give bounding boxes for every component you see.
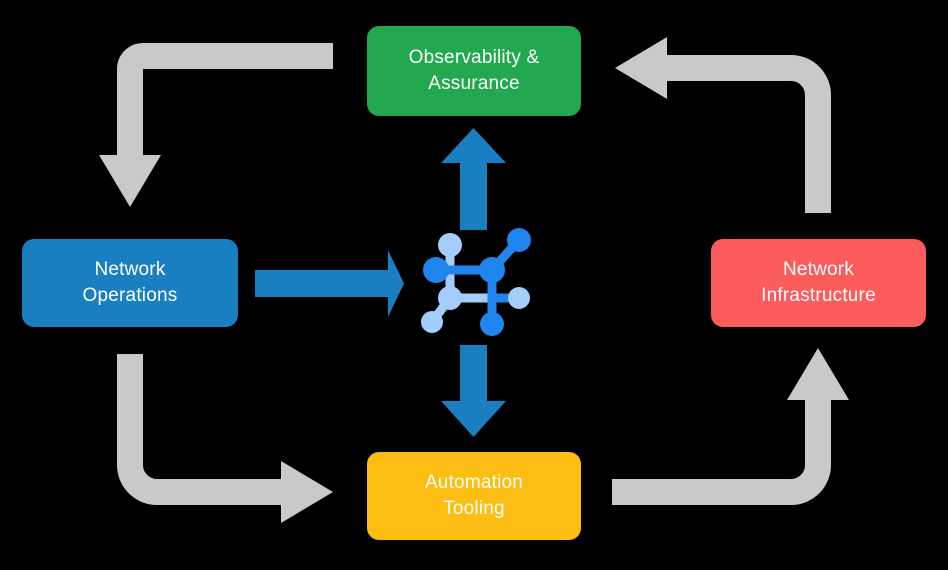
- arrow-infrastructure-to-observability: [615, 37, 831, 213]
- arrow-operations-to-automation: [117, 354, 333, 523]
- arrow-observability-to-operations: [99, 43, 333, 207]
- node-label: Automation Tooling: [424, 472, 524, 519]
- node-automation-tooling[interactable]: Automation Tooling: [367, 452, 581, 540]
- node-label: Network Operations: [82, 259, 178, 306]
- node-label: Observability & Assurance: [408, 47, 540, 94]
- node-network-infrastructure[interactable]: Network Infrastructure: [711, 239, 926, 327]
- node-observability-assurance[interactable]: Observability & Assurance: [367, 26, 581, 116]
- arrow-center-to-observability: [441, 128, 506, 230]
- arrow-center-to-automation: [441, 345, 506, 437]
- arrow-automation-to-infrastructure: [612, 348, 849, 505]
- node-network-operations[interactable]: Network Operations: [22, 239, 238, 327]
- node-label: Network Infrastructure: [761, 259, 876, 306]
- arrow-operations-to-center: [255, 250, 404, 317]
